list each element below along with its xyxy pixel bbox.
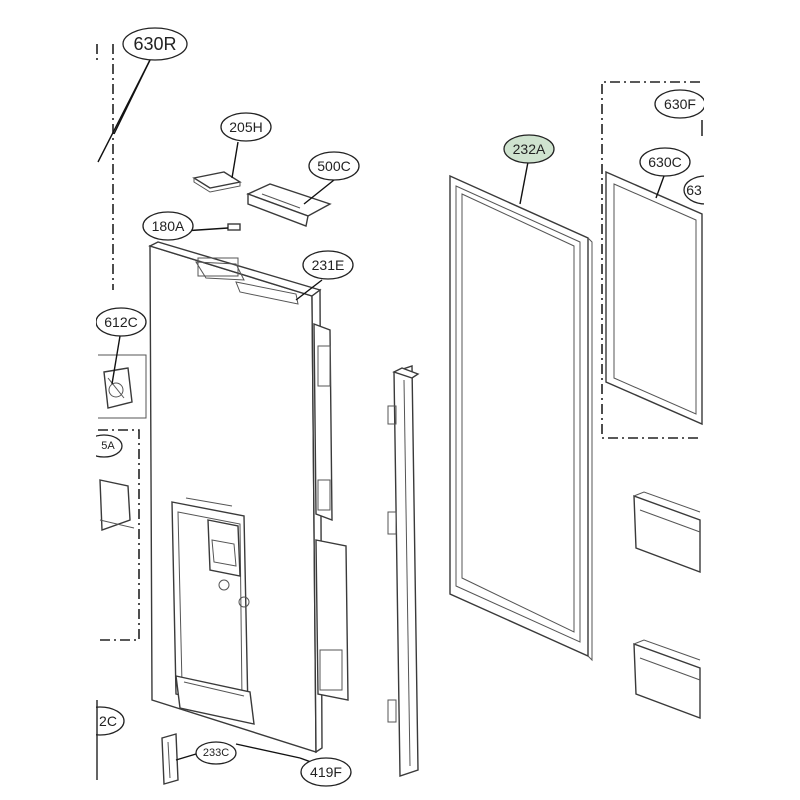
door-bin-upper (633, 491, 701, 574)
part-180a (227, 223, 241, 231)
door-mullion (387, 365, 420, 777)
callout-180a: 180A (142, 211, 194, 241)
callout-231e-label: 231E (312, 257, 345, 273)
door-shell-231e (148, 241, 323, 754)
callout-231e: 231E (302, 250, 354, 280)
frame-630c (605, 170, 703, 426)
right-crop-mask (704, 0, 800, 800)
callout-205h: 205H (220, 112, 272, 142)
callout-612c-label: 612C (104, 314, 137, 330)
callout-500c: 500C (308, 151, 360, 181)
door-bin-lower (633, 639, 701, 720)
callout-630r: 630R (122, 27, 188, 61)
callout-630f-label: 630F (664, 96, 696, 112)
callout-partial-5a-label: 5A (101, 440, 115, 452)
part-419f (235, 743, 301, 759)
part-233c (161, 733, 179, 785)
callout-205h-label: 205H (229, 119, 262, 135)
callout-500c-label: 500C (317, 158, 350, 174)
door-gasket-232a (449, 174, 593, 662)
callout-233c: 233C (195, 741, 237, 765)
callout-180a-label: 180A (152, 218, 185, 234)
callout-612c: 612C (95, 307, 147, 337)
callout-630f: 630F (654, 89, 706, 119)
callout-630r-label: 630R (133, 34, 176, 54)
callout-partial-right-label: 63 (686, 182, 702, 198)
hinge-5a-box (98, 429, 140, 641)
right-assembly-boundary (601, 81, 700, 439)
callout-630c: 630C (639, 147, 691, 177)
callout-232a-label: 232A (513, 141, 546, 157)
cover-205h (192, 171, 242, 193)
left-crop-mask (0, 0, 96, 800)
left-assembly-boundary (96, 44, 114, 290)
rear-rail (313, 322, 349, 701)
bracket-612c-box (98, 354, 147, 419)
callout-419f: 419F (300, 757, 352, 787)
callout-partial-2c-label: 2C (99, 713, 117, 729)
callout-630c-label: 630C (648, 154, 681, 170)
module-500c (246, 183, 332, 227)
callout-233c-label: 233C (203, 747, 229, 759)
callout-419f-label: 419F (310, 764, 342, 780)
callout-232a: 232A (503, 134, 555, 164)
